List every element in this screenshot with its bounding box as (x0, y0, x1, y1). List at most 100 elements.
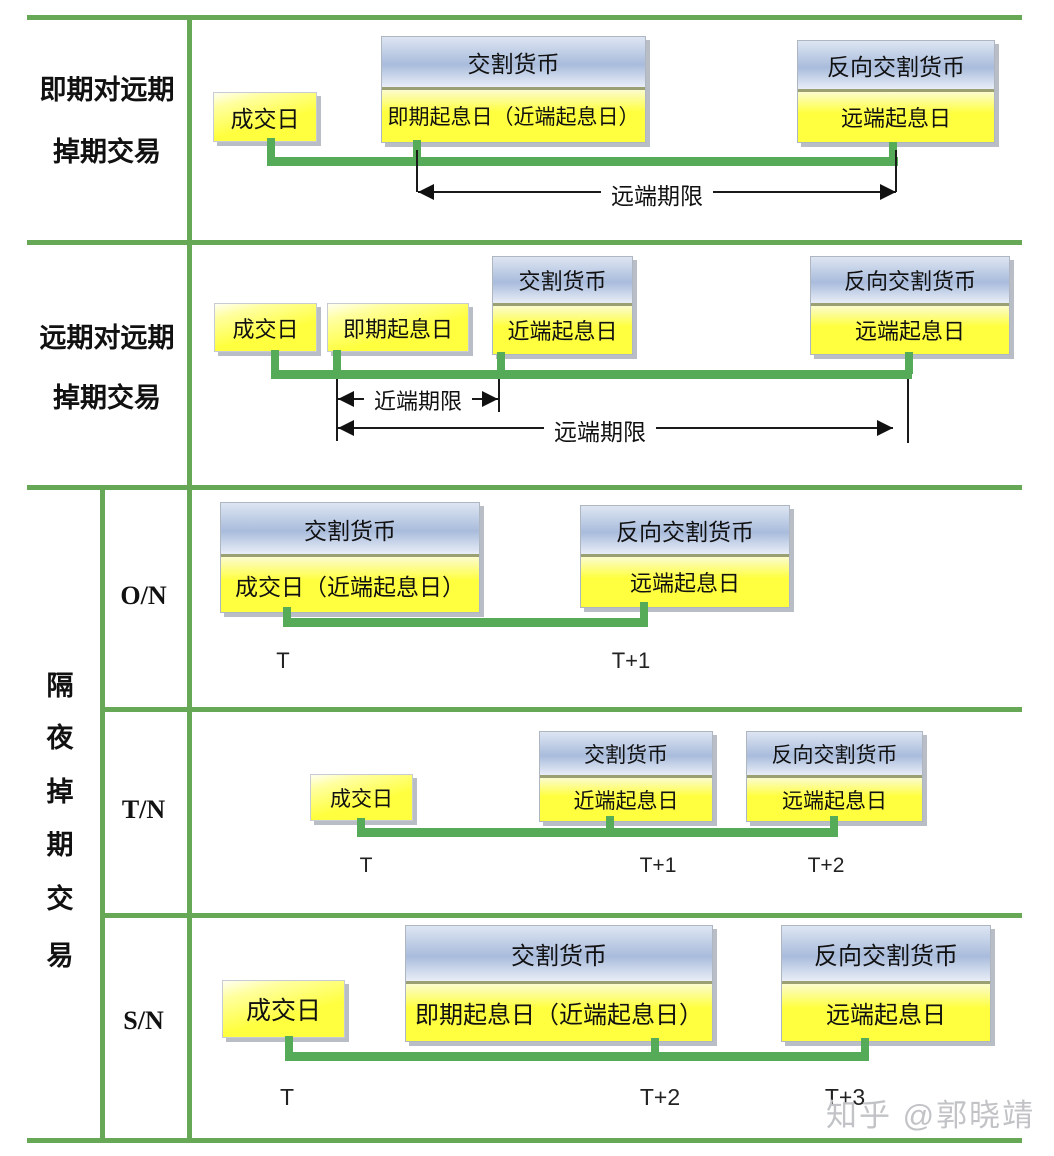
row2-connector-riser-far (905, 352, 913, 374)
sn-far-value-date-body: 远端起息日 (782, 984, 990, 1041)
row1-arrowhead-right-icon (880, 184, 896, 200)
on-connector-drop (283, 607, 291, 621)
sn-t2-mark: T+2 (639, 1084, 681, 1110)
row1-connector-riser-right (889, 142, 897, 160)
row2-reverse-currency-header: 反向交割货币 (811, 257, 1009, 306)
sn-deal-date-label: 成交日 (245, 997, 321, 1025)
row3-vertical-label-char: 隔 (46, 671, 74, 701)
row2-near-arrowhead-left-icon (338, 391, 354, 407)
tn-deal-date-label: 成交日 (330, 787, 393, 811)
on-connector-bar (283, 618, 648, 627)
on-deal-near-date-body: 成交日（近端起息日） (221, 557, 479, 612)
grid-line-tn-sn (100, 913, 1022, 918)
row1-far-term-label: 远端期限 (601, 177, 713, 211)
on-delivery-currency-box: 交割货币 成交日（近端起息日） (220, 502, 480, 613)
tn-deal-date-box: 成交日 (310, 774, 413, 821)
tn-near-value-date-body: 近端起息日 (540, 778, 712, 821)
row2-arrow-tick-far (907, 379, 909, 443)
row1-delivery-currency-box: 交割货币 即期起息日（近端起息日） (381, 36, 646, 143)
row1-deal-date-label: 成交日 (230, 106, 300, 132)
on-connector-riser (640, 602, 648, 621)
sn-t-mark: T (279, 1084, 295, 1110)
sn-row-label: S/N (123, 1006, 164, 1035)
row2-near-term-label: 近端期限 (363, 384, 473, 416)
row2-deal-date-label: 成交日 (232, 316, 299, 342)
sn-reverse-currency-box: 反向交割货币 远端起息日 (781, 925, 991, 1042)
row2-arrow-tick-near (498, 379, 500, 412)
grid-line-on-tn (100, 707, 1022, 712)
sn-spot-near-date-body: 即期起息日（近端起息日） (406, 984, 712, 1041)
sn-delivery-currency-box: 交割货币 即期起息日（近端起息日） (405, 925, 713, 1042)
sn-delivery-currency-header: 交割货币 (406, 926, 712, 984)
grid-line-row2-row3 (27, 485, 1022, 490)
row1-arrowhead-left-icon (418, 184, 434, 200)
grid-line-row1-row2 (27, 240, 1022, 245)
row3-vertical-label-char: 期 (46, 830, 74, 860)
sn-deal-date-box: 成交日 (222, 980, 345, 1038)
row2-deal-date-box: 成交日 (214, 303, 317, 352)
row2-connector-riser-spot (333, 350, 341, 374)
tn-connector-riser-far (830, 816, 838, 830)
row1-arrow-tick-right (895, 150, 897, 192)
row1-connector-bar (267, 157, 898, 166)
row2-arrow-tick-spot (336, 379, 338, 441)
row1-reverse-currency-box: 反向交割货币 远端起息日 (797, 40, 995, 143)
sn-connector-bar (285, 1052, 869, 1061)
tn-delivery-currency-header: 交割货币 (540, 732, 712, 778)
grid-line-sub-vertical (100, 485, 105, 1143)
row2-far-arrowhead-right-icon (877, 420, 893, 436)
tn-t-mark: T (359, 854, 373, 877)
row1-reverse-currency-header: 反向交割货币 (798, 41, 994, 92)
row2-near-value-date-body: 近端起息日 (493, 306, 632, 354)
tn-connector-riser-near (606, 816, 614, 830)
row1-spot-value-date-body: 即期起息日（近端起息日） (382, 90, 645, 142)
row3-vertical-label-char: 掉 (46, 777, 74, 807)
tn-far-value-date-body: 远端起息日 (747, 778, 922, 821)
row2-label-line2: 掉期交易 (53, 383, 161, 413)
on-reverse-currency-header: 反向交割货币 (581, 506, 789, 557)
row1-connector-drop-deal (267, 138, 275, 162)
tn-delivery-currency-box: 交割货币 近端起息日 (539, 731, 713, 822)
on-t1-mark: T+1 (611, 648, 651, 673)
row1-deal-date-box: 成交日 (213, 92, 317, 142)
sn-t3-mark: T+3 (824, 1084, 866, 1110)
row1-far-value-date-body: 远端起息日 (798, 92, 994, 142)
sn-connector-riser-far (861, 1038, 869, 1054)
row3-vertical-label-char: 交 (46, 884, 74, 914)
sn-connector-riser-near (651, 1038, 659, 1054)
row2-reverse-currency-box: 反向交割货币 远端起息日 (810, 256, 1010, 355)
row1-delivery-currency-header: 交割货币 (382, 37, 645, 90)
tn-t2-mark: T+2 (807, 854, 845, 877)
on-row-label: O/N (120, 581, 167, 610)
tn-connector-drop (357, 818, 365, 830)
on-far-value-date-body: 远端起息日 (581, 557, 789, 607)
on-delivery-currency-header: 交割货币 (221, 503, 479, 557)
row2-far-arrowhead-left-icon (338, 420, 354, 436)
row3-vertical-label-char: 易 (46, 941, 74, 971)
row1-arrow-tick-left (416, 150, 418, 192)
row1-label-line1: 即期对远期 (39, 75, 175, 105)
grid-line-bottom (27, 1138, 1022, 1143)
row2-spot-value-date-label: 即期起息日 (342, 316, 453, 342)
row2-far-value-date-body: 远端起息日 (811, 306, 1009, 354)
tn-connector-bar (357, 828, 838, 837)
row2-connector-riser-near (497, 352, 505, 374)
on-reverse-currency-box: 反向交割货币 远端起息日 (580, 505, 790, 608)
row2-connector-drop-deal (271, 350, 279, 374)
grid-line-top (27, 15, 1022, 20)
row2-far-term-label: 远端期限 (544, 413, 656, 447)
tn-reverse-currency-header: 反向交割货币 (747, 732, 922, 778)
tn-t1-mark: T+1 (639, 854, 677, 877)
row2-spot-value-date-box: 即期起息日 (327, 303, 469, 352)
row3-vertical-label-char: 夜 (46, 723, 74, 753)
sn-reverse-currency-header: 反向交割货币 (782, 926, 990, 984)
tn-reverse-currency-box: 反向交割货币 远端起息日 (746, 731, 923, 822)
on-t-mark: T (276, 648, 290, 673)
row2-connector-bar (271, 370, 912, 379)
row1-label-line2: 掉期交易 (53, 137, 161, 167)
sn-connector-drop (285, 1036, 293, 1054)
row2-delivery-currency-box: 交割货币 近端起息日 (492, 256, 633, 355)
row2-label-line1: 远期对远期 (39, 323, 175, 353)
grid-line-main-vertical (187, 15, 192, 1143)
